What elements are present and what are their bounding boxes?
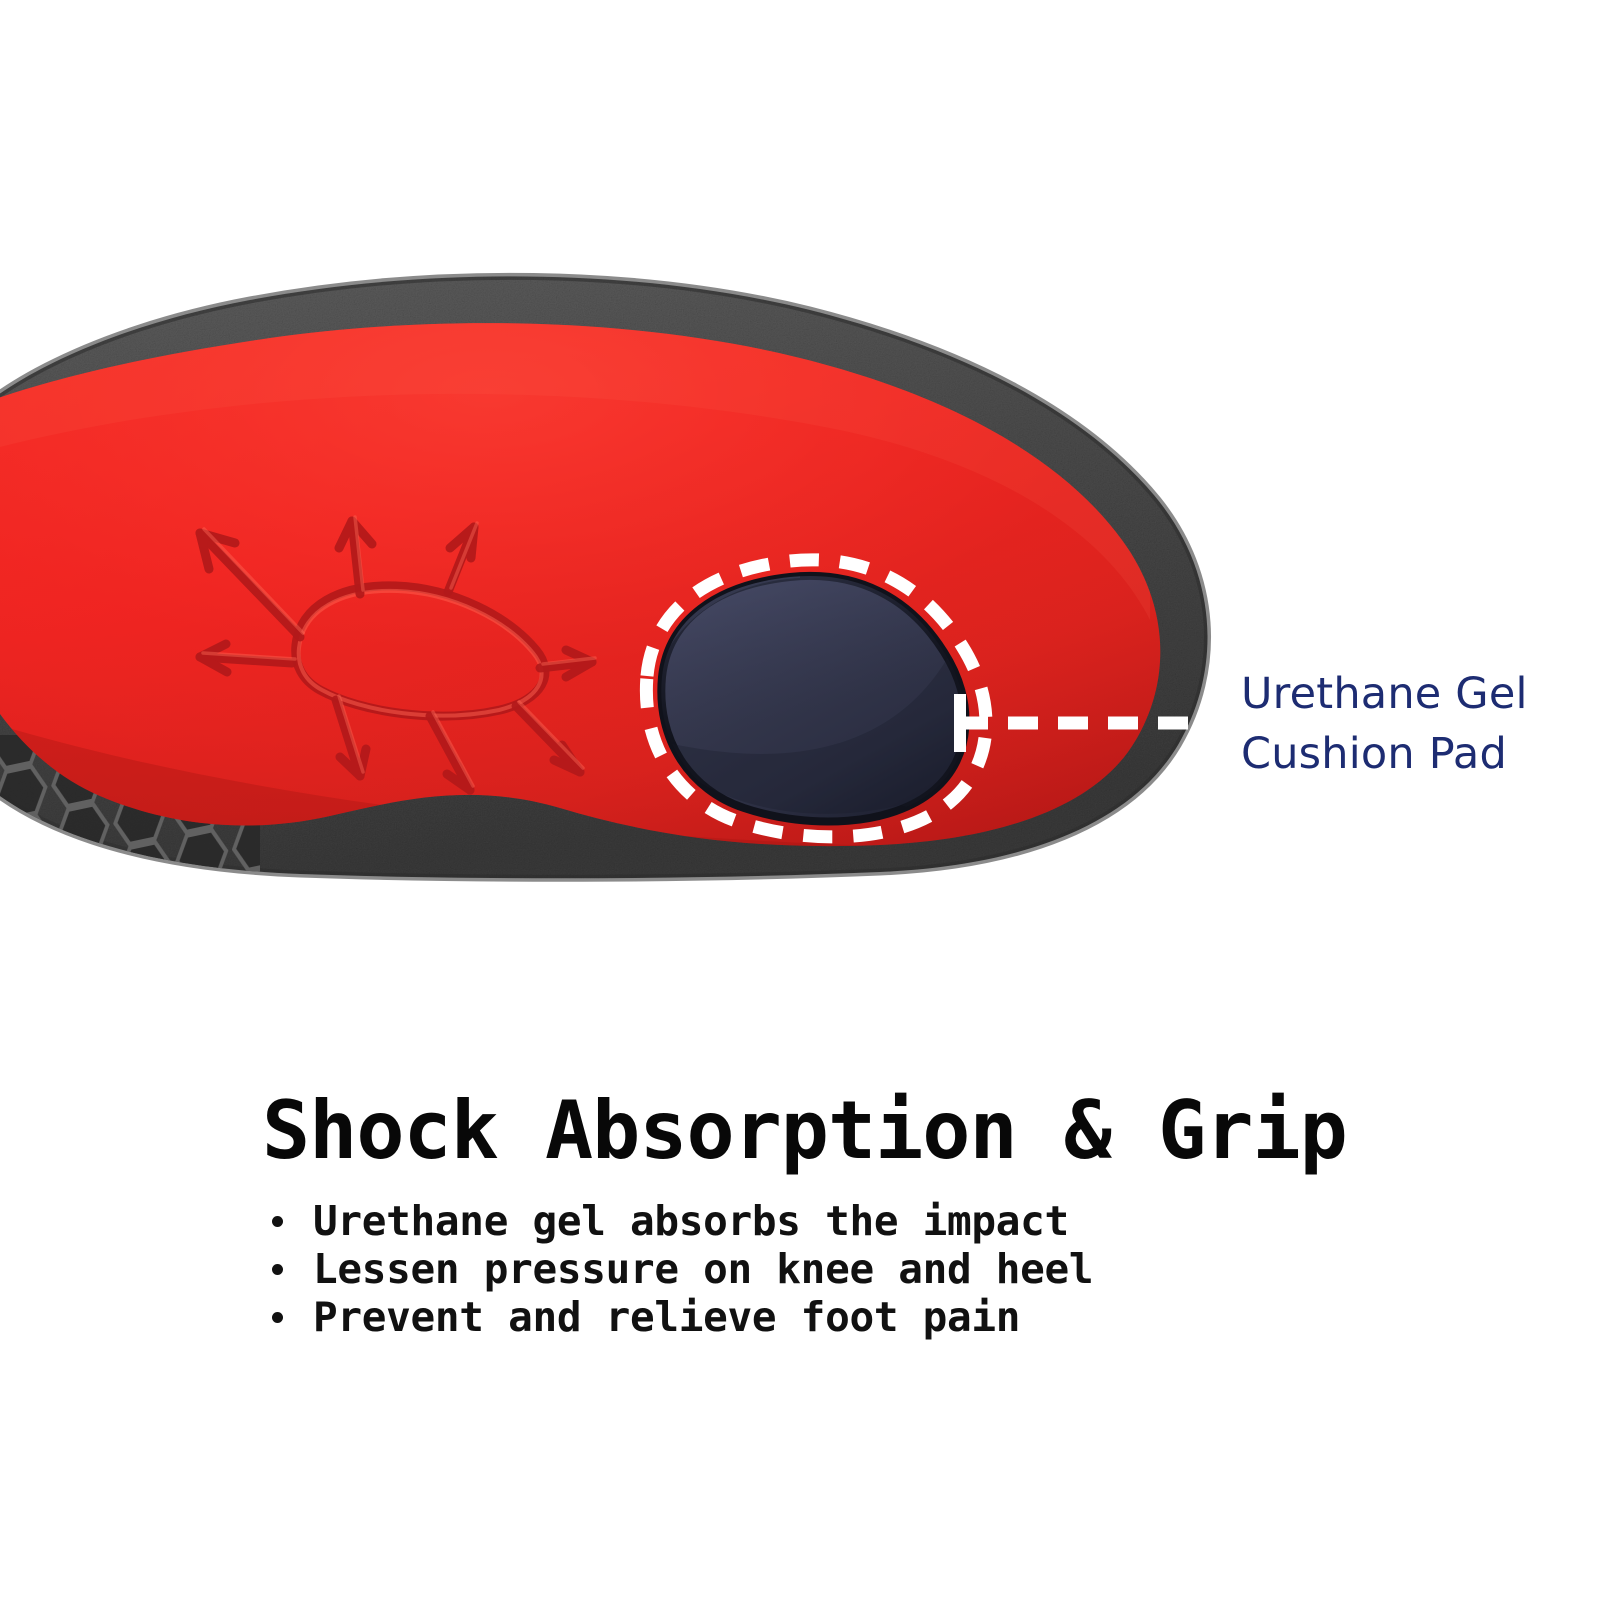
shock-dispersion-emblem	[195, 515, 597, 795]
bullet-dot-icon	[272, 1312, 283, 1323]
product-illustration	[0, 272, 1216, 882]
feature-bullet-item: Urethane gel absorbs the impact	[272, 1197, 1600, 1245]
feature-bullet-item: Prevent and relieve foot pain	[272, 1293, 1600, 1341]
feature-bullet-text: Lessen pressure on knee and heel	[313, 1245, 1094, 1293]
feature-bullet-list: Urethane gel absorbs the impact Lessen p…	[0, 1197, 1600, 1341]
callout-label-line2: Cushion Pad	[1241, 729, 1507, 779]
bullet-dot-icon	[272, 1264, 283, 1275]
callout-label: Urethane Gel Cushion Pad	[1241, 664, 1581, 784]
feature-bullet-text: Urethane gel absorbs the impact	[313, 1197, 1069, 1245]
callout-label-line1: Urethane Gel	[1241, 669, 1528, 719]
feature-text-block: Shock Absorption & Grip Urethane gel abs…	[0, 1084, 1600, 1342]
callout-leader-line	[954, 694, 1216, 752]
feature-bullet-item: Lessen pressure on knee and heel	[272, 1245, 1600, 1293]
feature-bullet-text: Prevent and relieve foot pain	[313, 1293, 1021, 1341]
bullet-dot-icon	[272, 1216, 283, 1227]
gel-cushion-pad	[639, 553, 993, 844]
gel-pad-dashed-outline	[639, 553, 993, 844]
feature-heading: Shock Absorption & Grip	[262, 1084, 1348, 1177]
